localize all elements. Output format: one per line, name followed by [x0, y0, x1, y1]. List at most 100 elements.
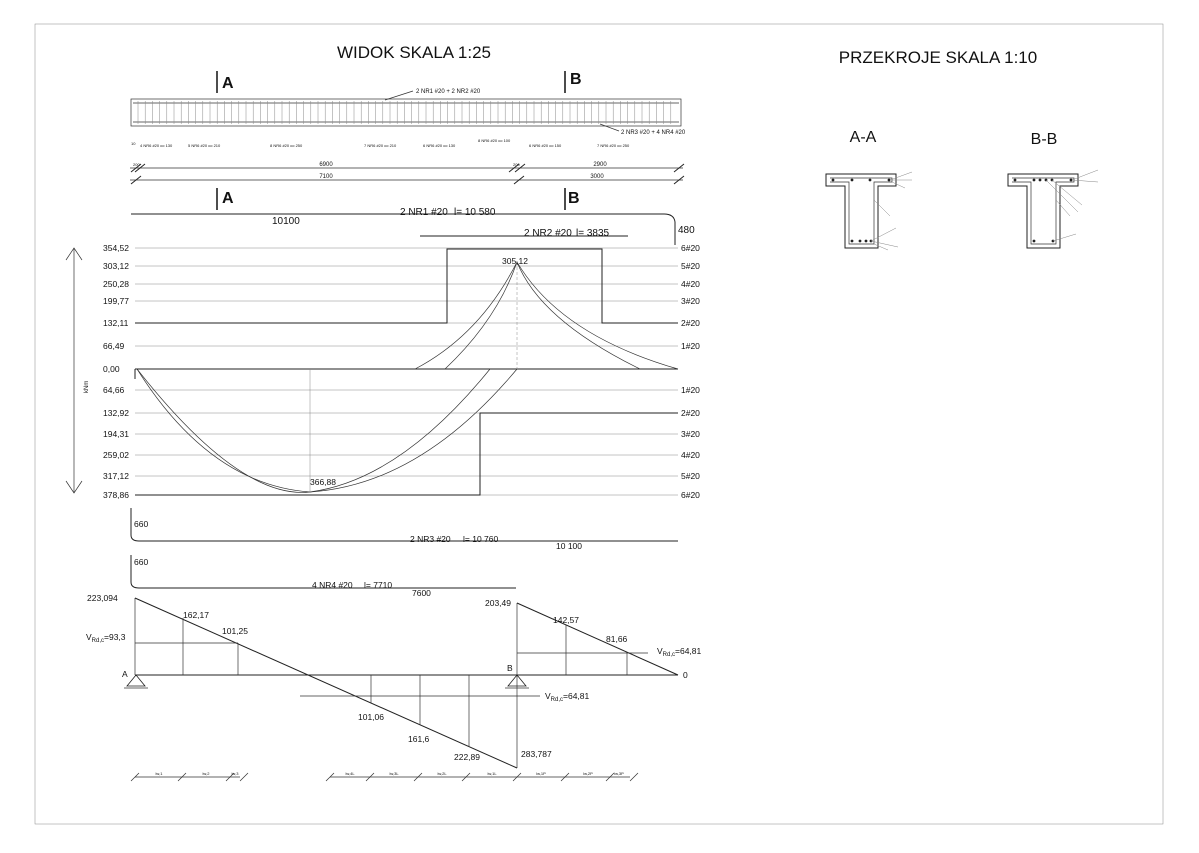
vrd-left-val: =93,3 [104, 632, 126, 642]
dim-2900: 2900 [593, 162, 607, 168]
shear-dim-end-tick-2 [629, 772, 639, 782]
pos-level-bars-4: 4#20 [681, 450, 700, 460]
pos-level-value-6: 378,86 [103, 490, 129, 500]
section-mark-a-bottom: A [222, 190, 234, 207]
section-a-top-bar-3 [868, 178, 872, 182]
rebar-nr1-label: 2 NR1 #20 [400, 207, 448, 218]
section-b-stirrup [1012, 177, 1075, 245]
shear-dim-end-tick-1 [239, 772, 249, 782]
neg-level-value-1: 66,49 [103, 341, 125, 351]
vrd-mid-label: VRd,c=64,81 [545, 691, 590, 703]
stirrup-group-label-2: 4 NR6 #20 co 130 [140, 143, 173, 148]
stirrups [137, 101, 672, 124]
section-a-bottom-bar-3 [864, 239, 868, 243]
shear-dim-tick-10 [605, 772, 615, 782]
dim-tick-3 [508, 163, 520, 173]
shear-neg2: 161,6 [408, 734, 430, 744]
neg-level-value-5: 303,12 [103, 261, 129, 271]
section-b-leader-5 [1055, 199, 1071, 217]
neg-level-value-6: 354,52 [103, 243, 129, 253]
shear-dim-tick-1 [130, 772, 140, 782]
section-b-leader-3 [1051, 179, 1083, 206]
section-mark-a-top: A [222, 75, 234, 92]
rebar-nr3-label: 2 NR3 #20 [410, 534, 451, 544]
shear-dim-tick-4 [325, 772, 335, 782]
rebar-nr1-length: l= 10 580 [454, 207, 496, 218]
neg-level-value-4: 250,28 [103, 279, 129, 289]
support-b-symbol [507, 674, 527, 687]
neg-level-bars-3: 3#20 [681, 296, 700, 306]
section-mark-b-bottom: B [568, 190, 580, 207]
stirrup-group-label-6: 6 NR6 #20 co 130 [423, 143, 456, 148]
section-b-bottom-bar-1 [1032, 239, 1036, 243]
shear-r2: 81,66 [606, 634, 628, 644]
dim-tick-4 [514, 163, 526, 173]
rebar-nr4-hook: 660 [134, 557, 148, 567]
section-b-top-bar-6 [1069, 178, 1073, 182]
section-a-leader-5 [870, 227, 897, 242]
shear-dim-label-8: lw,1P [536, 771, 546, 776]
section-b-leader-4 [1045, 179, 1079, 213]
rebar-nr2-length: l= 3835 [576, 228, 610, 239]
shear-dim-label-7: lw,1L [487, 771, 497, 776]
section-a-title: A-A [850, 129, 877, 146]
section-b-leaders [1045, 169, 1099, 242]
section-a-leader-4 [873, 199, 891, 217]
shear-dim-label-2: lw,2 [203, 771, 211, 776]
shear-left-max: 223,094 [87, 593, 118, 603]
vrd-left-sub: Rd,c [92, 638, 104, 644]
shear-neg1: 101,06 [358, 712, 384, 722]
neg-level-bars-5: 5#20 [681, 261, 700, 271]
dim-7100: 7100 [319, 174, 333, 180]
support-a-symbol [126, 674, 146, 687]
support-moment-value: 305,12 [502, 256, 528, 266]
dim-tick-7 [513, 175, 525, 185]
dim-200-left: 200 [133, 162, 140, 167]
dim-3000: 3000 [590, 174, 604, 180]
support-b-label: B [507, 663, 513, 673]
vrd-mid-val: =64,81 [563, 691, 590, 701]
section-b-top-bar-2 [1032, 178, 1036, 182]
vrd-right-sub: Rd,c [663, 652, 675, 658]
moment-zero-label: 0,00 [103, 364, 120, 374]
dim-tick-6 [130, 175, 142, 185]
section-a-bottom-bar-1 [850, 239, 854, 243]
moment-curve-span-inner [136, 368, 518, 493]
shear-zero: 0 [683, 670, 688, 680]
shear-v1: 162,17 [183, 610, 209, 620]
section-a-leaders [870, 171, 913, 251]
section-b-title: B-B [1031, 131, 1058, 148]
neg-level-bars-1: 1#20 [681, 341, 700, 351]
moment-unit: kNm [84, 381, 90, 393]
stirrup-group-label-7: 8 NR6 #20 co 100 [478, 138, 511, 143]
pos-level-value-3: 194,31 [103, 429, 129, 439]
rebar-nr3-shape [130, 508, 678, 542]
vrd-right-sym: V [657, 646, 663, 656]
shear-dim-tick-7 [461, 772, 471, 782]
rebar-nr1: 2 NR1 #20 l= 10 580 10100 480 [131, 207, 695, 245]
pos-level-bars-1: 1#20 [681, 385, 700, 395]
shear-dim-label-5: lw,3L [389, 771, 399, 776]
neg-level-value-2: 132,11 [103, 318, 129, 328]
pos-level-value-1: 64,66 [103, 385, 125, 395]
shear-dim-label-6: lw,2L [437, 771, 447, 776]
shear-dim-label-4: lw,4L [345, 771, 355, 776]
top-bars-leader [384, 90, 414, 101]
bottom-bars-leader [599, 123, 620, 132]
rebar-nr1-dim: 10100 [272, 216, 300, 227]
neg-level-bars-2: 2#20 [681, 318, 700, 328]
stirrup-group-label-1: 10 [131, 141, 136, 146]
section-b-leader-1 [1071, 169, 1099, 181]
shear-diagram: 223,094 162,17 101,25 VRd,c=93,3 203,49 … [86, 593, 702, 769]
cross-section-a: A-A [825, 129, 913, 251]
rebar-nr4-dim: 7600 [412, 588, 431, 598]
section-a-leader-7 [873, 243, 889, 251]
neg-level-bars-6: 6#20 [681, 243, 700, 253]
shear-left-slope [134, 597, 518, 769]
shear-r1: 142,57 [553, 615, 579, 625]
cross-section-b: B-B [1007, 131, 1099, 249]
view-title: WIDOK SKALA 1:25 [337, 43, 491, 62]
